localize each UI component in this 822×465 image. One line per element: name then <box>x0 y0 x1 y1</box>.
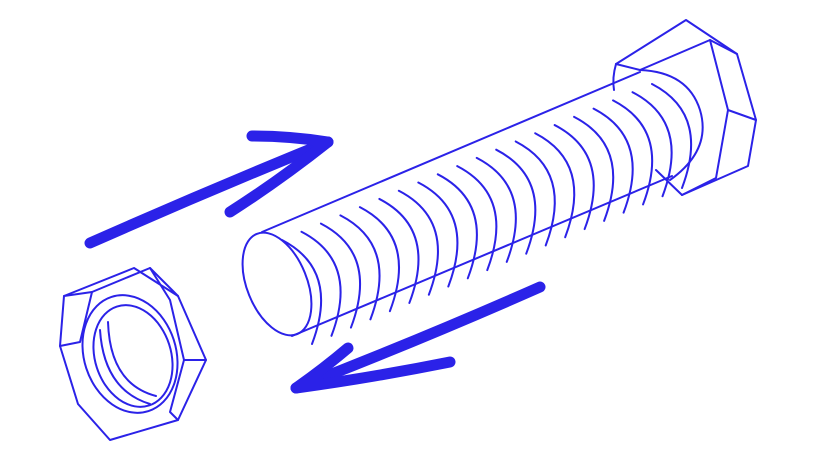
thread-turn <box>358 206 401 313</box>
thread-turn <box>475 156 517 263</box>
thread-turn <box>651 83 693 189</box>
thread-turn <box>436 173 478 280</box>
arrow-left-icon <box>290 281 546 394</box>
bolt-head <box>612 19 757 196</box>
bolt-threads <box>281 83 693 345</box>
nut-inner-bore <box>92 304 174 408</box>
hex-nut <box>59 267 207 441</box>
thread-turn <box>300 230 342 337</box>
thread-turn <box>534 132 576 239</box>
thread-turn <box>339 214 381 321</box>
thread-turn <box>456 165 498 272</box>
bolt-shaft <box>241 71 693 345</box>
thread-turn <box>281 239 323 345</box>
thread-turn <box>592 107 634 214</box>
thread-turn <box>631 91 673 198</box>
thread-turn <box>514 140 556 247</box>
thread-turn <box>319 222 362 329</box>
thread-turn <box>417 181 459 288</box>
thread-turn <box>397 189 439 296</box>
thread-turn <box>573 115 615 222</box>
bolt-tip <box>241 231 313 337</box>
nut-outer-bore <box>81 294 179 414</box>
arrow-right-icon <box>84 130 334 249</box>
thread-turn <box>612 99 654 206</box>
thread-turn <box>378 197 420 304</box>
thread-turn <box>495 148 537 255</box>
thread-turn <box>553 124 595 231</box>
